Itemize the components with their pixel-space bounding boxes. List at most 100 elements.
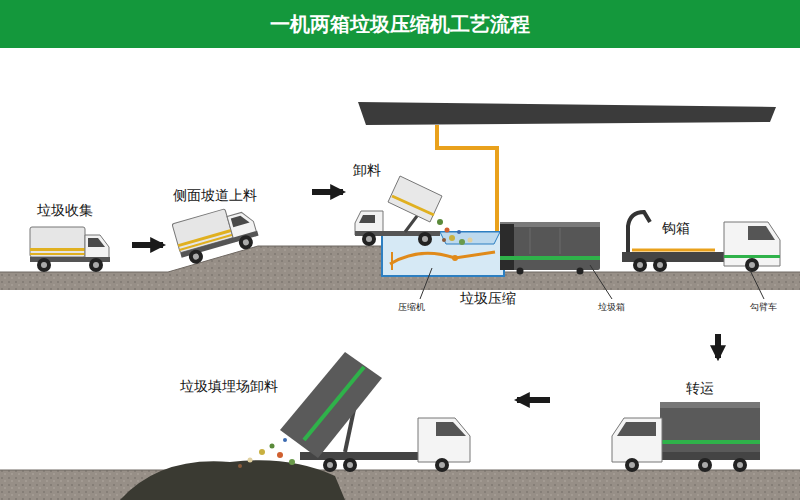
title-text: 一机两箱垃圾压缩机工艺流程 [0,11,800,37]
dump-truck [435,458,449,472]
hook-truck [632,249,715,252]
hook-truck [633,258,647,272]
leader-lines [748,266,764,299]
feed-pipe [437,125,497,236]
landfill-mound [283,438,287,442]
falling-garbage [445,228,450,233]
step-label: 侧面坡道上料 [173,187,257,204]
container-symbol [577,268,584,275]
collection-truck [37,258,51,272]
ramp-truck [172,202,261,267]
part-label: 压缩机 [398,302,425,313]
unloading-truck [392,196,434,215]
compressor-symbol [452,255,458,261]
flow-arrow [715,334,721,358]
hook-truck [724,255,780,258]
transport-truck [612,402,760,472]
transport-truck [702,462,708,468]
header-band [0,0,800,48]
falling-garbage [459,239,465,245]
falling-garbage [468,238,473,243]
part-label: 垃圾箱 [598,302,625,313]
dump-truck [323,458,337,472]
leader-lines [420,268,432,299]
transport-truck [617,422,656,436]
landfill-mound [270,444,275,449]
container-symbol [500,224,514,270]
unloading-truck [355,176,442,246]
collection-truck [89,258,103,272]
compressor-symbol [391,252,393,270]
hook-truck [748,226,775,240]
upper-ground [504,272,800,273]
container-symbol [500,222,600,270]
compressor-symbol [390,252,495,264]
hook-truck [622,212,780,272]
dump-truck [327,462,333,468]
collection-truck [93,262,99,268]
connector-group [132,192,718,400]
transport-truck [625,458,639,472]
falling-garbage [437,219,443,225]
step-label: 垃圾压缩 [460,290,516,307]
collection-truck [30,253,85,255]
hook-truck [749,262,755,268]
stage-node: 侧面坡道上料 [165,185,310,277]
canopy [358,102,776,125]
collection-truck [41,262,47,268]
stage-node: 垃圾收集 [22,198,130,280]
unloading-truck [388,176,442,222]
landfill-mound [120,460,345,500]
compressor-symbol [440,232,500,244]
flow-arrow [312,189,343,195]
collection-truck [30,227,85,257]
dump-truck [439,462,445,468]
landfill-mound [248,458,253,463]
transport-truck [612,418,662,462]
landfill-mound [259,449,265,455]
container-symbol [500,256,600,260]
collection-truck [88,238,105,247]
leader-lines [590,265,612,299]
lower-ground [0,470,800,471]
step-label: 钩箱 [662,220,690,237]
step-label: 垃圾收集 [37,202,93,219]
dump-truck [436,422,466,436]
container-symbol [517,268,524,275]
canopy [358,102,776,125]
lower-ground [0,470,800,500]
dump-truck [280,352,470,472]
step-label: 卸料 [353,162,381,179]
dump-truck [280,352,382,458]
unloading-truck [359,215,375,223]
hook-truck [628,212,650,252]
container-symbol [500,222,600,227]
compressor-symbol [382,232,504,276]
falling-garbage [437,219,473,245]
stage-node: 钩箱 [612,200,788,332]
unloading-truck [422,236,428,242]
ramp-truck [172,209,233,253]
step-label: 垃圾填埋场卸料 [180,378,278,395]
transport-truck [733,458,747,472]
ramp-truck [237,234,254,251]
stage-node: 转运 [552,360,767,475]
landfill-mound [277,452,283,458]
transport-truck [660,440,760,444]
falling-garbage [442,238,446,242]
transport-truck [698,458,712,472]
falling-garbage [457,230,461,234]
unloading-truck [362,232,376,246]
container-symbol [530,228,531,254]
dump-truck [418,418,470,462]
hook-truck [745,258,759,272]
ramp-truck [242,239,249,246]
stage-node: 卸料 [345,158,445,253]
dump-truck [343,458,357,472]
transport-truck [629,462,635,468]
